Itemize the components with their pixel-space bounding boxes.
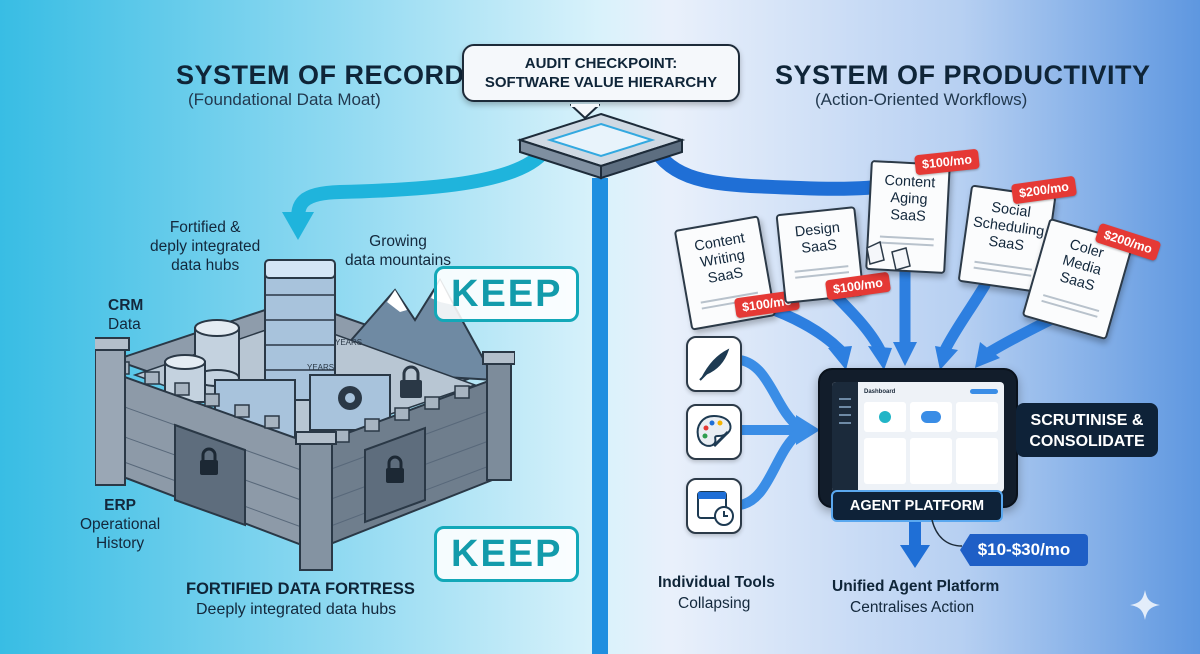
server-stack-icon: [264, 259, 336, 401]
audit-pedestal-icon: [516, 112, 686, 180]
dashboard-card: [864, 402, 906, 432]
server-tag-1: YEARS: [335, 338, 362, 347]
arrow-to-fortress-head: [282, 212, 314, 240]
agent-platform-label: AGENT PLATFORM: [831, 490, 1003, 522]
vault-door-right: [364, 426, 426, 524]
palette-icon: [686, 404, 742, 460]
torn-paper-debris: [866, 240, 911, 271]
unified-platform-subtitle: Centralises Action: [850, 599, 975, 616]
dashboard-sidebar: [832, 382, 858, 492]
individual-tools-title: Individual Tools: [658, 574, 775, 591]
dashboard-title: Dashboard: [864, 389, 896, 395]
mountains-annotation: Growing data mountains: [345, 233, 451, 269]
unified-platform-title: Unified Agent Platform: [832, 578, 1000, 595]
right-subtitle: (Action-Oriented Workflows): [815, 90, 1028, 109]
keep-badge-bottom: KEEP: [434, 526, 580, 582]
feather-quill-icon: [686, 336, 742, 392]
lock-icon: [400, 380, 422, 398]
dashboard-card: [910, 402, 952, 432]
doc-arrow-heads: [828, 342, 1000, 370]
sparkle-icon: [1130, 590, 1160, 620]
dashboard-card: [910, 438, 952, 484]
agent-platform-tablet: Dashboard: [818, 368, 1018, 508]
hubs-annotation: Fortified & deply integrated data hubs: [150, 219, 261, 274]
audit-checkpoint-callout: AUDIT CHECKPOINT: SOFTWARE VALUE HIERARC…: [462, 44, 740, 102]
arrow-to-fortress: [291, 143, 552, 227]
audit-line-1: AUDIT CHECKPOINT:: [524, 55, 678, 72]
platform-down-arrow-head: [900, 545, 930, 568]
tools-to-platform-arrows: [735, 355, 805, 510]
left-subtitle: (Foundational Data Moat): [188, 90, 381, 109]
price-range-connector: [931, 519, 963, 547]
scrutinise-consolidate-badge: SCRUTINISE & CONSOLIDATE: [1016, 403, 1158, 457]
server-tag-2: YEARS: [307, 363, 334, 372]
data-fortress-illustration: YEARS YEARS: [95, 259, 515, 571]
erp-annotation: ERP Operational History: [80, 497, 161, 552]
dashboard-card: [864, 438, 906, 484]
dashboard-card: [956, 402, 998, 432]
tower-left: [95, 337, 130, 486]
tower-right: [482, 351, 515, 481]
left-title: SYSTEM OF RECORD: [176, 60, 465, 90]
crm-annotation: CRM Data: [108, 297, 144, 333]
callout-pointer: [570, 104, 600, 120]
fortress-title: FORTIFIED DATA FORTRESS: [186, 580, 415, 598]
price-range-tag: $10-$30/mo: [960, 534, 1088, 566]
central-divider: [592, 178, 608, 654]
dashboard-screen: Dashboard: [832, 382, 1004, 492]
audit-line-2: SOFTWARE VALUE HIERARCHY: [484, 74, 718, 91]
tower-front: [295, 431, 337, 571]
fortress-subtitle: Deeply integrated data hubs: [196, 601, 397, 618]
keep-badge-top: KEEP: [434, 266, 580, 322]
calendar-clock-icon: [686, 478, 742, 534]
dashboard-card: [956, 438, 998, 484]
dashboard-action-button: [970, 389, 998, 394]
tools-arrow-head: [796, 415, 820, 445]
arrow-to-productivity: [648, 143, 897, 196]
individual-tools-subtitle: Collapsing: [678, 595, 751, 612]
right-title: SYSTEM OF PRODUCTIVITY: [775, 60, 1151, 90]
vault-door-left: [174, 423, 246, 527]
